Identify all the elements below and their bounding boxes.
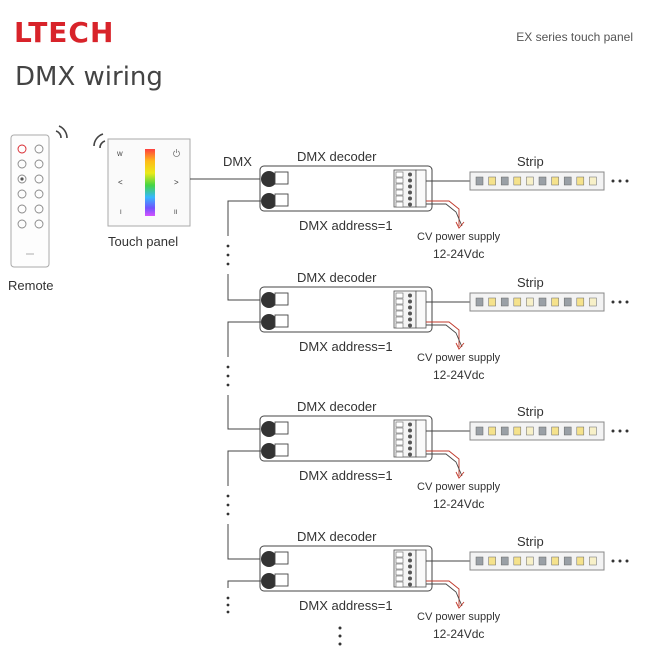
touch-panel: W < > I II (93, 133, 191, 227)
chain-dots (226, 244, 230, 266)
supply-voltage: 12-24Vdc (433, 497, 484, 511)
strip-label: Strip (517, 154, 544, 169)
strip-continuation-dots (611, 300, 629, 304)
dmx-chain-cable (227, 395, 262, 430)
series-label: EX series touch panel (516, 30, 633, 44)
decoder-row: DMX decoderLT-858-5ADMX address=1CV powe… (226, 270, 629, 430)
touch-key-left: < (118, 178, 123, 187)
dmx-chain-cable (227, 274, 262, 301)
remote-control (10, 125, 68, 268)
dmx-chain-cable (227, 524, 262, 560)
decoder-title: DMX decoder (297, 529, 377, 544)
brand-logo: LTECH (14, 16, 115, 49)
supply-label: CV power supply (417, 611, 501, 623)
touch-key-ii: II (174, 210, 178, 216)
dmx-chain-cable (227, 321, 262, 357)
supply-voltage: 12-24Vdc (433, 627, 484, 641)
dmx-chain-cable (227, 200, 262, 236)
led-strip (469, 171, 605, 191)
strip-label: Strip (517, 534, 544, 549)
strip-continuation-dots (611, 429, 629, 433)
wireless-signal-icon (55, 125, 68, 139)
decoder-address: DMX address=1 (299, 218, 393, 233)
dmx-chain-cable (227, 580, 262, 588)
page-title: DMX wiring (15, 62, 163, 92)
supply-voltage: 12-24Vdc (433, 247, 484, 261)
dmx-decoder-box (259, 286, 433, 333)
decoder-row: DMX decoderLT-858-5ADMX address=1CV powe… (226, 529, 629, 641)
continuation-dots (338, 626, 342, 646)
led-strip (469, 551, 605, 571)
strip-continuation-dots (611, 559, 629, 563)
wireless-signal-icon (93, 133, 106, 149)
decoder-address: DMX address=1 (299, 339, 393, 354)
supply-voltage: 12-24Vdc (433, 368, 484, 382)
decoder-title: DMX decoder (297, 270, 377, 285)
touch-key-right: > (174, 178, 179, 187)
decoder-title: DMX decoder (297, 399, 377, 414)
led-strip (469, 421, 605, 441)
dmx-decoder-box (259, 545, 433, 592)
chain-dots (226, 365, 230, 387)
dmx-label: DMX (223, 154, 252, 169)
led-strip (469, 292, 605, 312)
dmx-decoder-box (259, 165, 433, 212)
decoder-address: DMX address=1 (299, 598, 393, 613)
dmx-decoder-box (259, 415, 433, 462)
supply-label: CV power supply (417, 481, 501, 493)
chain-dots (226, 596, 230, 614)
power-icon (173, 149, 180, 157)
decoder-row: DMX decoderLT-858-5ADMX address=1CV powe… (226, 149, 629, 301)
touch-key-i: I (120, 210, 122, 216)
strip-label: Strip (517, 275, 544, 290)
touch-key-w: W (117, 152, 123, 158)
strip-continuation-dots (611, 179, 629, 183)
decoder-title: DMX decoder (297, 149, 377, 164)
decoder-rows: DMX decoderLT-858-5ADMX address=1CV powe… (226, 149, 629, 641)
decoder-row: DMX decoderLT-858-5ADMX address=1CV powe… (226, 399, 629, 560)
strip-label: Strip (517, 404, 544, 419)
supply-label: CV power supply (417, 352, 501, 364)
supply-label: CV power supply (417, 231, 501, 243)
touch-panel-label: Touch panel (108, 234, 178, 249)
decoder-address: DMX address=1 (299, 468, 393, 483)
remote-label: Remote (8, 278, 54, 293)
remote-buttons (17, 144, 44, 229)
chain-dots (226, 494, 230, 516)
dmx-chain-cable (227, 450, 262, 486)
